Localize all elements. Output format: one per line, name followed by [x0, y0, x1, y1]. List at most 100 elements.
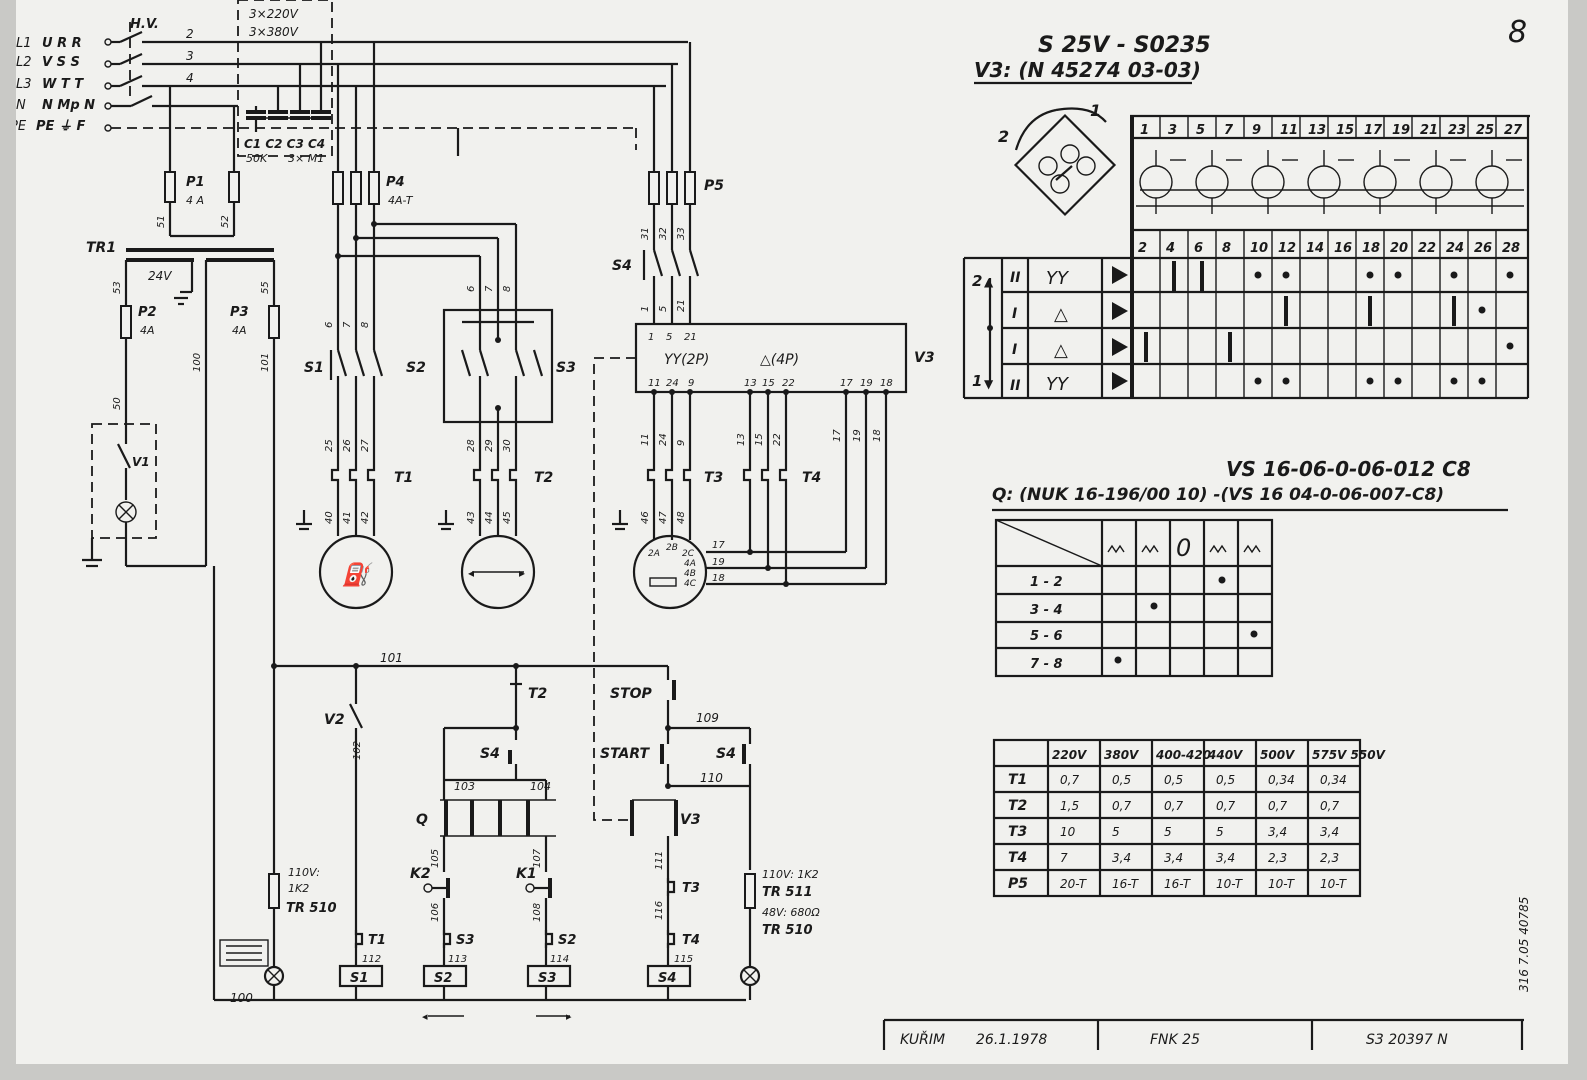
cam-top-label: 1: [1140, 123, 1149, 138]
coil-s4-label: S4: [658, 971, 676, 986]
transformer-tr1: TR1 24V 53 55: [86, 240, 276, 566]
wire-29: 29: [484, 439, 495, 452]
cam-dot-mark: [1450, 271, 1458, 279]
p5-label: P5: [704, 178, 724, 194]
cam-dot-mark: [1478, 377, 1486, 385]
rating-header: 220V: [1052, 748, 1088, 762]
rating-row-name: T2: [1008, 798, 1027, 814]
wire-8b: 8: [502, 286, 513, 292]
s1-label: S1: [304, 360, 324, 376]
wire-42: 42: [360, 511, 371, 524]
motor-w19: 19: [712, 557, 725, 568]
cam-top-label: 13: [1308, 123, 1326, 138]
lamp-left-1: 110V:: [288, 866, 320, 879]
motor-spindle: 2A 2B 2C 4A 4B 4C 17 19 18: [632, 534, 886, 610]
wire-45: 45: [502, 511, 513, 524]
wire-103: 103: [454, 780, 475, 793]
arrow-right-icon: ▸: [566, 1010, 572, 1023]
cam-top-label: 15: [1336, 123, 1354, 138]
wire-101: 101: [260, 353, 271, 372]
wire-27: 27: [360, 439, 371, 452]
wiring-diagram: 8 S 25V - S0235 V3: (N 45274 03-03) L1 L…: [16, 0, 1531, 1050]
cam-contact-icon: [1139, 165, 1173, 199]
cam-bottom-label: 2: [1138, 241, 1147, 256]
rating-cell: 0,5: [1112, 773, 1131, 787]
wire-106: 106: [430, 903, 441, 922]
s2-interlock-label: S2: [558, 933, 576, 948]
line-marks: U R R: [42, 36, 82, 51]
rating-cell: 10-T: [1320, 877, 1348, 891]
p2-label: P2: [138, 305, 157, 320]
side-number: 316 7.05 40785: [1517, 897, 1531, 992]
main-switch-label: H.V.: [130, 17, 159, 32]
t3-label: T3: [704, 470, 723, 486]
thermal-relay-t1: T1 40 41 42: [296, 462, 413, 536]
rating-cell: 3,4: [1216, 851, 1235, 865]
wire-21: 21: [676, 299, 687, 312]
row-roman: I: [1012, 342, 1017, 358]
cam-bottom-label: 10: [1250, 241, 1268, 256]
v2-label: V2: [324, 712, 345, 728]
cam-top-label: 19: [1392, 123, 1410, 138]
motor-w17: 17: [712, 540, 725, 551]
v3-label: V3: [914, 350, 935, 366]
q-row: 7 - 8: [1030, 657, 1063, 672]
wire-33: 33: [676, 227, 687, 240]
arrow-left-icon: ◂: [422, 1010, 428, 1023]
contactor-s1: S1 25 26 27: [304, 349, 384, 462]
t4-contact-label: T4: [682, 933, 700, 948]
wire-13: 13: [736, 433, 747, 446]
s4-contact-label: S4: [480, 746, 500, 762]
wire-31: 31: [640, 227, 651, 240]
wire-18: 18: [872, 429, 883, 442]
wire-110: 110: [700, 771, 723, 785]
wire-104: 104: [530, 780, 551, 793]
capacitor-bank: C1 C2 C3 C4 50K 3× M1: [244, 42, 331, 165]
v3-mechanical-link: [593, 357, 636, 821]
control-circuit: 101 100 V2 102 T2 S4 103 104 Q: [212, 566, 820, 1023]
cam-dot-mark: [1282, 271, 1290, 279]
rating-cell: 16-T: [1112, 877, 1140, 891]
page-number: 8: [1508, 15, 1527, 50]
v3-t13: 13: [744, 378, 757, 389]
wire-8: 8: [360, 322, 371, 328]
wire-19: 19: [852, 429, 863, 442]
wire-3: 3: [186, 49, 194, 63]
motor-4c: 4C: [684, 579, 697, 589]
line-label: N: [16, 98, 26, 113]
q-zero: 0: [1176, 534, 1191, 562]
cam-bottom-label: 18: [1362, 241, 1380, 256]
wire-109: 109: [696, 711, 719, 725]
v3-t9: 9: [688, 378, 694, 389]
v3-2p-label: YY(2P): [664, 352, 709, 368]
q-code-top: VS 16-06-0-06-012 C8: [1226, 457, 1471, 481]
cam-dot-mark: [1394, 271, 1402, 279]
wire-41: 41: [342, 511, 353, 524]
cam-top-label: 25: [1476, 123, 1494, 138]
capacitor-labels: C1 C2 C3 C4: [244, 137, 325, 151]
v3-t22: 22: [782, 378, 795, 389]
row-symbol: YY: [1046, 268, 1070, 289]
rating-row-name: T1: [1008, 772, 1027, 788]
v3-t21: 21: [684, 332, 697, 343]
cam-bottom-label: 8: [1222, 241, 1231, 256]
rating-cell: 0,34: [1320, 773, 1347, 787]
rating-cell: 2,3: [1320, 851, 1339, 865]
lamp-right-3: 48V: 680Ω: [762, 906, 820, 919]
wire-52: 52: [220, 215, 231, 228]
side-pos-1: 1: [972, 372, 982, 390]
start-label: START: [600, 746, 651, 762]
v3-code: V3: (N 45274 03-03): [974, 58, 1201, 82]
t3-contact-label: T3: [682, 881, 700, 896]
wire-51: 51: [156, 215, 167, 228]
thermal-relay-t3: T3 46 47 48: [612, 462, 723, 540]
tr1-secondary: 24V: [148, 269, 172, 283]
motor-4a: 4A: [684, 559, 696, 569]
rating-cell: 0,7: [1268, 799, 1287, 813]
title-number: S3 20397 N: [1366, 1032, 1448, 1048]
motor-2a: 2A: [648, 549, 660, 559]
voltage-box: [237, 0, 333, 157]
title-place: KUŘIM: [900, 1031, 945, 1048]
line-label: L1: [16, 36, 32, 51]
